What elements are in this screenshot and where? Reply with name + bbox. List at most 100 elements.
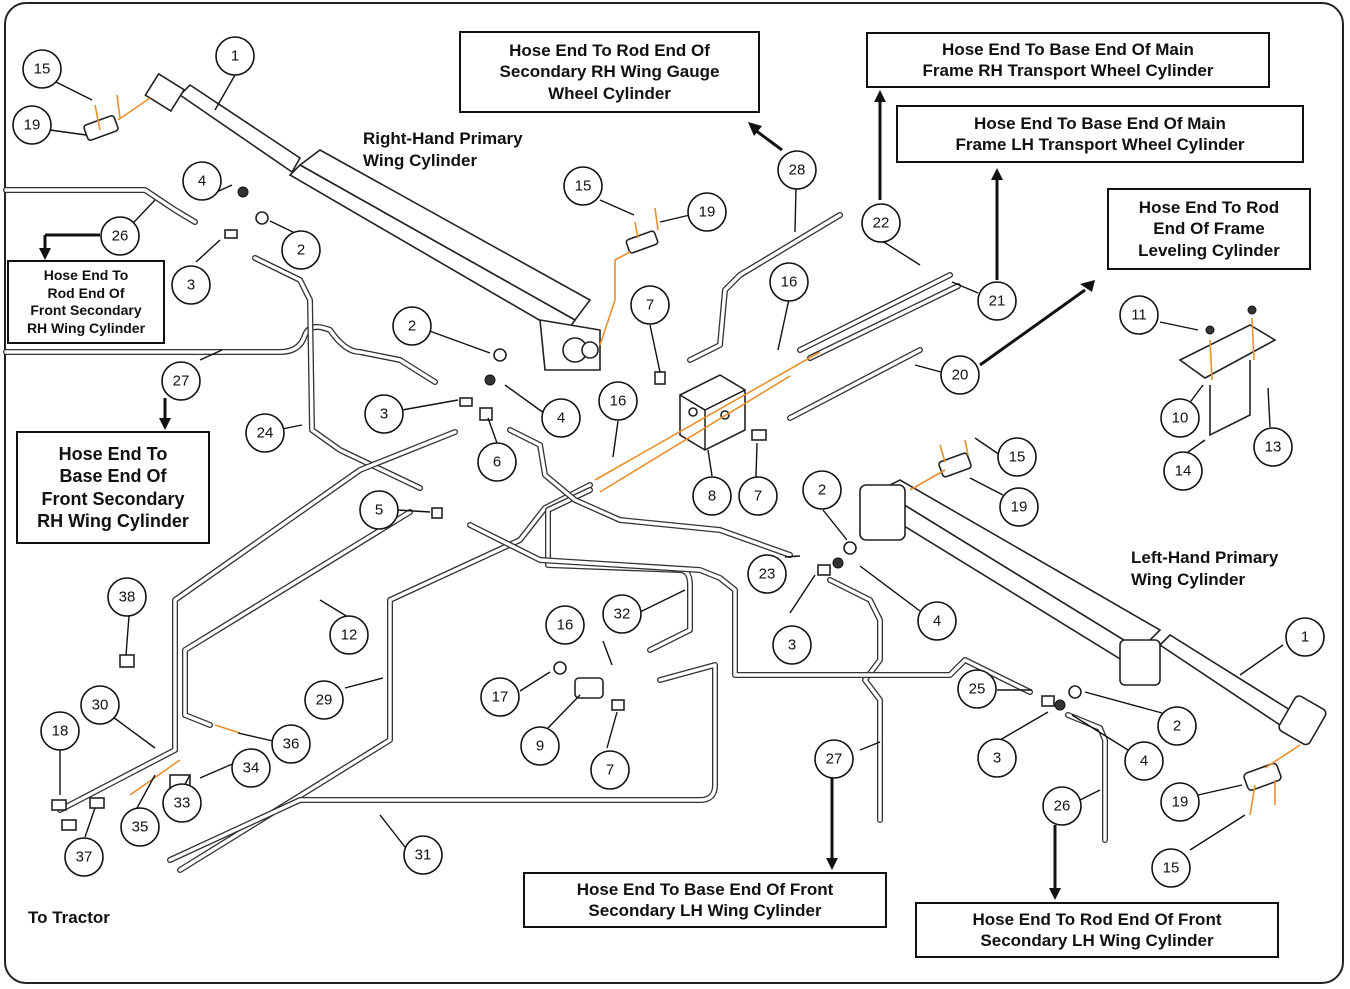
callout-4: 4	[182, 161, 222, 201]
callout-17: 17	[480, 677, 520, 717]
hose-29	[177, 482, 593, 873]
callout-16c: 16	[545, 605, 585, 645]
svg-text:20: 20	[952, 367, 969, 384]
callout-1b: 1	[1285, 617, 1325, 657]
callout-22: 22	[861, 203, 901, 243]
label-to-tractor: To Tractor	[28, 908, 110, 927]
svg-text:25: 25	[969, 681, 986, 698]
callout-9: 9	[520, 726, 560, 766]
hose-27-rh	[3, 323, 438, 385]
callout-32: 32	[602, 594, 642, 634]
leaders	[49, 74, 1284, 851]
callout-1: 1	[215, 36, 255, 76]
callout-38: 38	[107, 577, 147, 617]
callout-10: 10	[1160, 398, 1200, 438]
callout-2: 2	[281, 230, 321, 270]
callout-3: 3	[171, 265, 211, 305]
svg-text:7: 7	[754, 488, 762, 505]
svg-text:29: 29	[316, 692, 333, 709]
svg-text:15: 15	[34, 61, 51, 78]
svg-text:23: 23	[759, 566, 776, 583]
svg-text:19: 19	[24, 117, 41, 134]
callout-2b: 2	[392, 306, 432, 346]
svg-text:18: 18	[52, 723, 69, 740]
orange-guides	[94, 94, 1301, 816]
svg-text:36: 36	[283, 736, 300, 753]
callout-35: 35	[120, 807, 160, 847]
hoses	[3, 187, 1108, 873]
hose-30	[57, 429, 458, 813]
hose-31	[167, 662, 718, 863]
svg-text:3: 3	[187, 277, 195, 294]
svg-text:19: 19	[1011, 499, 1028, 516]
svg-text:10: 10	[1172, 410, 1189, 427]
callout-34: 34	[231, 748, 271, 788]
callout-19d: 19	[1160, 782, 1200, 822]
svg-text:12: 12	[341, 627, 358, 644]
svg-text:3: 3	[380, 406, 388, 423]
callout-4c: 4	[917, 601, 957, 641]
callout-4d: 4	[1124, 741, 1164, 781]
callout-19c: 19	[999, 487, 1039, 527]
callout-4b: 4	[541, 398, 581, 438]
svg-text:19: 19	[699, 204, 716, 221]
callout-7: 7	[630, 285, 670, 325]
callout-12: 12	[329, 615, 369, 655]
svg-text:33: 33	[174, 795, 191, 812]
callout-15d: 15	[1151, 848, 1191, 888]
diagram-frame	[4, 2, 1344, 984]
callout-15b: 15	[563, 166, 603, 206]
svg-text:34: 34	[243, 760, 260, 777]
svg-text:15: 15	[1163, 860, 1180, 877]
callout-16b: 16	[769, 262, 809, 302]
fittings	[51, 115, 1282, 831]
callout-7b: 7	[738, 476, 778, 516]
svg-text:16: 16	[781, 274, 798, 291]
svg-text:38: 38	[119, 589, 136, 606]
callout-15: 15	[22, 49, 62, 89]
callout-27b: 27	[814, 739, 854, 779]
mounting-plate	[1178, 305, 1277, 437]
svg-text:2: 2	[1173, 718, 1181, 735]
svg-text:2: 2	[818, 482, 826, 499]
callout-21: 21	[977, 281, 1017, 321]
svg-text:15: 15	[1009, 449, 1026, 466]
callout-19: 19	[12, 105, 52, 145]
hose-24	[252, 255, 423, 491]
svg-text:27: 27	[826, 751, 843, 768]
svg-text:7: 7	[646, 297, 654, 314]
callouts: 1 15 19 4 2 3 26 27 24 5 2 3 4 6 16 7 8 …	[12, 36, 1325, 888]
callout-28: 28	[777, 150, 817, 190]
svg-text:16: 16	[557, 617, 574, 634]
hose-22-21	[797, 272, 961, 361]
svg-text:35: 35	[132, 819, 149, 836]
callout-19b: 19	[687, 192, 727, 232]
callout-36: 36	[271, 724, 311, 764]
svg-text:31: 31	[415, 847, 432, 864]
callout-25: 25	[957, 669, 997, 709]
hose-12	[182, 509, 413, 728]
callout-16: 16	[598, 381, 638, 421]
callout-2c: 2	[802, 470, 842, 510]
callout-20: 20	[940, 355, 980, 395]
svg-text:16: 16	[610, 393, 627, 410]
svg-text:21: 21	[989, 293, 1006, 310]
lh-primary-cylinder	[859, 479, 1327, 746]
svg-text:17: 17	[492, 689, 509, 706]
callout-8: 8	[692, 476, 732, 516]
svg-text:11: 11	[1131, 307, 1147, 324]
callout-18: 18	[40, 711, 80, 751]
arrows	[39, 90, 1095, 900]
svg-text:5: 5	[375, 502, 383, 519]
svg-text:9: 9	[536, 738, 544, 755]
svg-text:3: 3	[993, 750, 1001, 767]
hose-20	[787, 347, 923, 421]
svg-text:24: 24	[257, 425, 274, 442]
callout-26: 26	[100, 216, 140, 256]
